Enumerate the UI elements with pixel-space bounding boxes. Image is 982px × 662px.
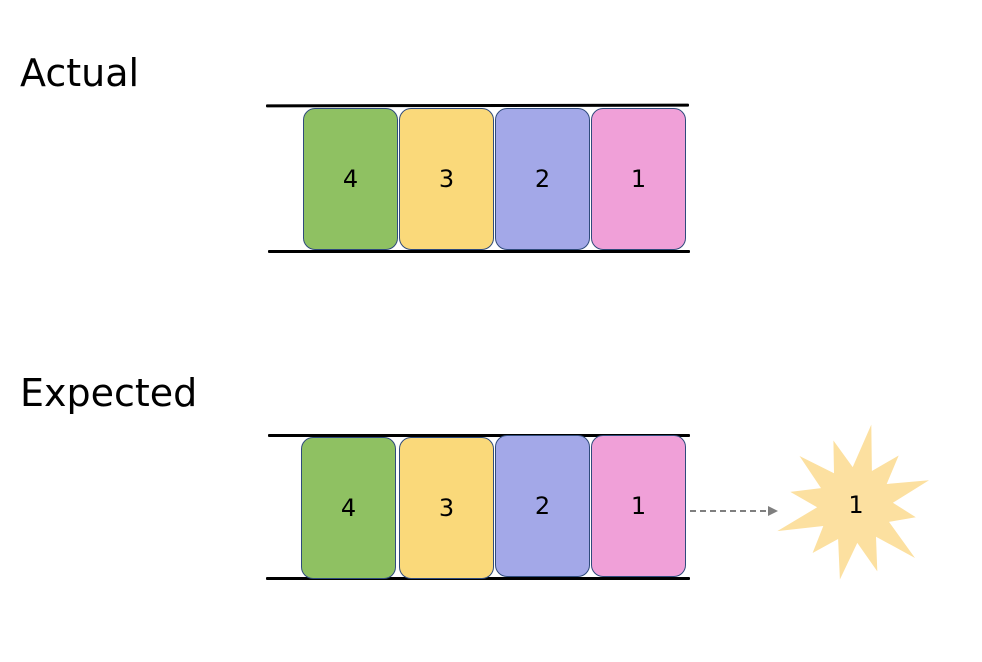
- actual-block-1: 1: [591, 108, 686, 250]
- ejected-block-1-label: 1: [848, 491, 864, 519]
- expected-block-3-label: 3: [438, 494, 455, 522]
- expected-block-1: 1: [591, 435, 686, 577]
- expected-title: Expected: [20, 371, 198, 415]
- expected-block-2-label: 2: [534, 492, 551, 520]
- expected-block-3: 3: [399, 437, 494, 579]
- actual-title: Actual: [20, 51, 140, 95]
- actual-block-1-label: 1: [630, 165, 647, 193]
- actual-block-3-label: 3: [438, 165, 455, 193]
- actual-block-4-label: 4: [342, 165, 359, 193]
- actual-block-4: 4: [303, 108, 398, 250]
- burst-icon: [777, 424, 929, 580]
- eject-arrow-icon: [690, 506, 778, 516]
- actual-top-rail: [265, 103, 690, 108]
- expected-block-1-label: 1: [630, 492, 647, 520]
- expected-top-rail: [268, 434, 690, 437]
- expected-block-4-label: 4: [340, 494, 357, 522]
- actual-block-2: 2: [495, 108, 590, 250]
- actual-block-2-label: 2: [534, 165, 551, 193]
- expected-block-4: 4: [301, 437, 396, 579]
- expected-block-2: 2: [495, 435, 590, 577]
- actual-block-3: 3: [399, 108, 494, 250]
- actual-bottom-rail: [268, 250, 690, 253]
